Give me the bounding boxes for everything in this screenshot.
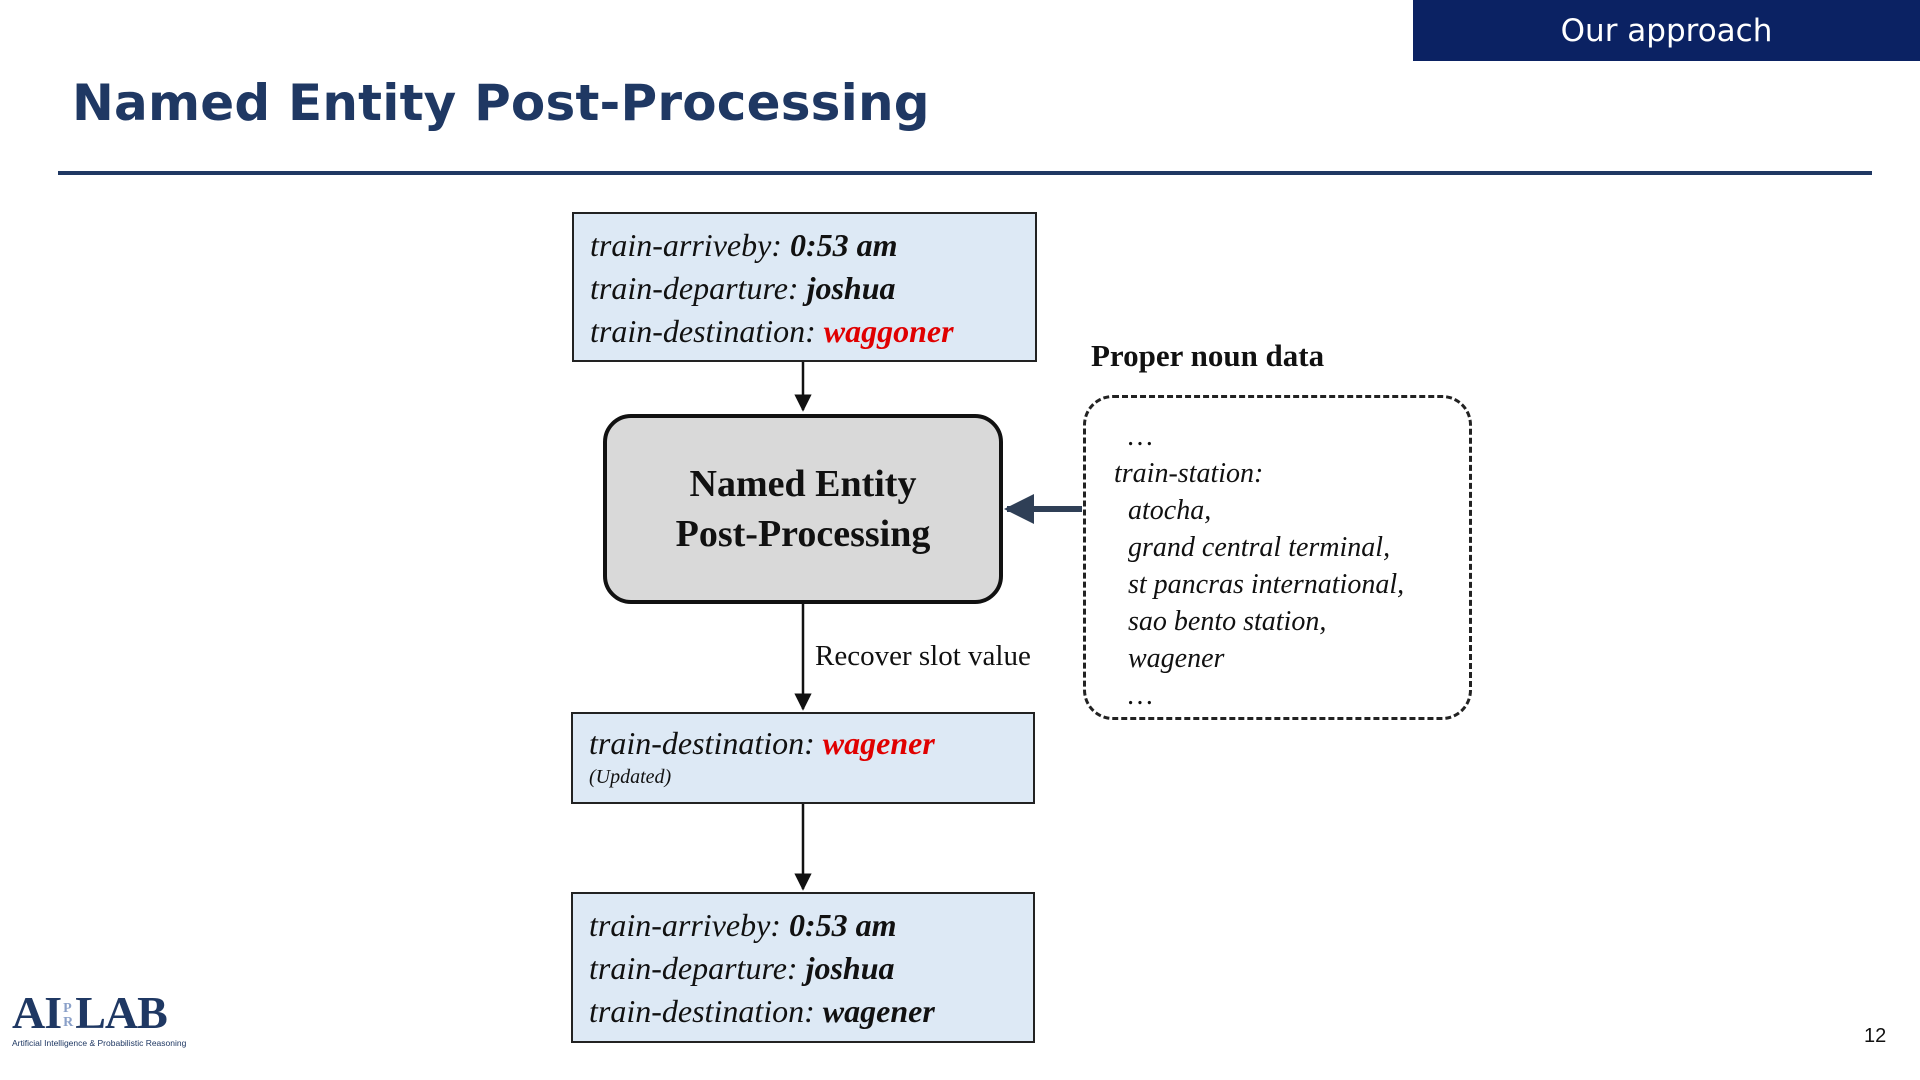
proper-noun-title: Proper noun data	[1091, 338, 1325, 373]
slot-key: train-departure:	[590, 270, 799, 306]
updated-slot-box: train-destination: wagener (Updated)	[571, 712, 1035, 804]
slot-key: train-departure:	[589, 950, 798, 986]
proper-noun-line: atocha,	[1128, 495, 1212, 526]
slot-value: joshua	[805, 950, 895, 986]
logo-text-right: LAB	[75, 987, 168, 1038]
proper-noun-line: wagener	[1128, 643, 1225, 674]
slot-row-destination-updated: train-destination: wagener	[589, 722, 1017, 765]
slot-key: train-destination:	[589, 725, 815, 761]
logo-mark-pr: P R	[63, 1002, 73, 1030]
slot-row-departure: train-departure: joshua	[590, 267, 1019, 310]
logo-wordmark: AI P R LAB	[12, 990, 202, 1036]
slot-row-destination: train-destination: wagener	[589, 990, 1017, 1033]
logo-text-left: AI	[12, 987, 62, 1038]
logo-subtitle: Artificial Intelligence & Probabilistic …	[12, 1038, 187, 1048]
proper-noun-line: st pancras international,	[1128, 569, 1405, 600]
title-divider	[58, 171, 1872, 175]
slot-row-departure: train-departure: joshua	[589, 947, 1017, 990]
logo-mid-top: P	[63, 1001, 72, 1016]
proper-noun-line: …	[1128, 680, 1153, 711]
process-label-line2: Post-Processing	[675, 513, 931, 555]
recover-slot-value-label: Recover slot value	[815, 640, 1031, 672]
updated-note: (Updated)	[589, 766, 672, 788]
slot-value-incorrect: waggoner	[823, 313, 954, 349]
ai-lab-logo: AI P R LAB Artificial Intelligence & Pro…	[12, 990, 202, 1049]
slot-key: train-destination:	[590, 313, 816, 349]
page-number: 12	[1864, 1025, 1887, 1047]
slot-key: train-arriveby:	[589, 907, 781, 943]
slot-value: joshua	[806, 270, 896, 306]
slot-key: train-arriveby:	[590, 227, 782, 263]
slot-row-arriveby: train-arriveby: 0:53 am	[589, 904, 1017, 947]
slot-key: train-destination:	[589, 993, 815, 1029]
slot-value-corrected: wagener	[822, 725, 935, 761]
named-entity-post-processing-box: Named Entity Post-Processing	[603, 414, 1003, 604]
slot-value: 0:53 am	[789, 227, 898, 263]
output-dialogue-state-box: train-arriveby: 0:53 am train-departure:…	[571, 892, 1035, 1043]
proper-noun-line: train-station:	[1114, 458, 1264, 489]
section-tag-label: Our approach	[1560, 12, 1773, 49]
proper-noun-line: sao bento station,	[1128, 606, 1327, 637]
slot-row-arriveby: train-arriveby: 0:53 am	[590, 224, 1019, 267]
proper-noun-line: grand central terminal,	[1128, 532, 1391, 563]
section-tag: Our approach	[1413, 0, 1920, 61]
proper-noun-line: …	[1128, 421, 1153, 452]
slot-value: 0:53 am	[788, 907, 897, 943]
slot-row-destination: train-destination: waggoner	[590, 310, 1019, 353]
logo-mid-bottom: R	[63, 1015, 74, 1030]
input-dialogue-state-box: train-arriveby: 0:53 am train-departure:…	[572, 212, 1037, 362]
proper-noun-data-box: … train-station: atocha, grand central t…	[1083, 395, 1472, 720]
slot-value: wagener	[822, 993, 935, 1029]
slide-title: Named Entity Post-Processing	[72, 74, 930, 132]
process-label-line1: Named Entity	[689, 463, 917, 505]
